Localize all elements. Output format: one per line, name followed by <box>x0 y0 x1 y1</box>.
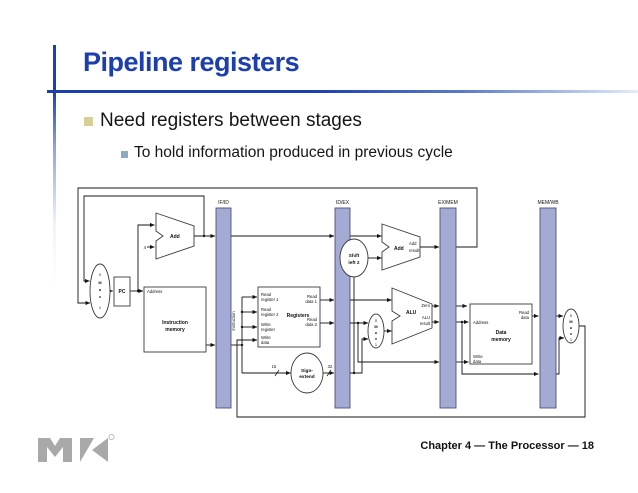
add2-label: Add <box>394 246 404 252</box>
slide-title: Pipeline registers <box>83 47 300 77</box>
bullet1-text: Need registers between stages <box>100 110 362 131</box>
mux-1: 1 <box>375 342 377 347</box>
logo-m-shape <box>38 438 72 462</box>
junction-dots <box>136 234 464 375</box>
dm-address: Address <box>473 320 488 325</box>
add-result-1: Add <box>409 241 417 246</box>
registers-block: Read register 1 Read register 2 Write re… <box>257 286 321 348</box>
shift-2: left 2 <box>348 260 360 266</box>
mux-x: x <box>375 336 378 341</box>
mux-1: 1 <box>570 337 572 342</box>
sign-extend: Sign- extend 16 32 <box>272 352 333 394</box>
rr2-1: Read <box>261 307 272 312</box>
mk-publisher-logo <box>38 433 115 462</box>
wd-2: data <box>261 340 270 345</box>
bullet2-text: To hold information produced in previous… <box>134 144 453 161</box>
mux-u: u <box>375 330 378 335</box>
sign-1: Sign- <box>301 368 313 374</box>
mux-u: u <box>99 287 102 292</box>
im-name-2: memory <box>165 327 185 333</box>
title-divider-rule <box>47 90 638 93</box>
pipeline-register-idex: ID/EX <box>334 200 351 409</box>
alu-result-2: result <box>420 321 431 326</box>
wd-1: Write <box>261 335 271 340</box>
pc-adder: Add 4 <box>144 212 195 260</box>
exmem-label: EX/MEM <box>438 200 458 206</box>
memwb-label: MEM/WB <box>537 200 559 206</box>
pipeline-register-memwb: MEM/WB <box>537 200 559 409</box>
add-result-2: result <box>409 248 420 253</box>
add-label: Add <box>170 234 180 240</box>
shift-1: Shift <box>349 253 360 259</box>
rd2-2: data 2 <box>305 322 317 327</box>
branch-adder: Add Add result <box>381 223 421 271</box>
alusrc-mux: 0 M u x 1 <box>367 313 385 349</box>
logo-k-left-shape <box>80 438 94 462</box>
alu-label: ALU <box>406 310 417 316</box>
wr-2: register <box>261 327 276 332</box>
mux-0: 0 <box>99 272 102 277</box>
mux-M: M <box>569 319 572 324</box>
writeback-mux: 0 M u x 1 <box>562 308 580 344</box>
four-label: 4 <box>144 245 147 250</box>
logo-k-right-shape <box>92 438 108 462</box>
dm-write-1: Write <box>473 354 483 359</box>
data-memory: Address Data memory Write data Read data <box>469 303 533 365</box>
alu-result-1: ALU <box>422 315 430 320</box>
pipeline-datapath-diagram: IF/ID ID/EX EX/MEM MEM/WB 0 M u x 1 PC <box>77 187 586 418</box>
rd1-1: Read <box>307 294 318 299</box>
im-address-label: Address <box>147 289 162 294</box>
mux-M: M <box>98 280 101 285</box>
shift-left-2: Shift left 2 <box>339 238 369 278</box>
rr2-2: register 2 <box>261 312 279 317</box>
pc-register: PC <box>113 276 131 307</box>
bullet1-marker <box>84 117 93 126</box>
dm-read-1: Read <box>519 310 530 315</box>
idex-label: ID/EX <box>336 200 350 206</box>
zero-label: Zero <box>421 303 430 308</box>
mux-u: u <box>570 325 573 330</box>
width-16: 16 <box>272 364 277 369</box>
mux-1: 1 <box>99 305 101 310</box>
dm-read-2: data <box>521 315 530 320</box>
dm-write-2: data <box>473 359 482 364</box>
rd1-2: data 1 <box>305 299 317 304</box>
instruction-memory: Address Instruction memory <box>143 286 207 353</box>
dm-name-2: memory <box>491 337 511 343</box>
mux-x: x <box>99 294 102 299</box>
bullet2-marker <box>121 151 128 158</box>
rr1-2: register 1 <box>261 297 279 302</box>
wr-1: Write <box>261 322 271 327</box>
pc-source-mux: 0 M u x 1 <box>89 263 111 319</box>
wires <box>77 187 586 418</box>
mux-0: 0 <box>375 318 378 323</box>
mux-0: 0 <box>570 313 573 318</box>
pc-label: PC <box>119 289 126 295</box>
ifid-label: IF/ID <box>218 200 229 206</box>
pipeline-register-ifid: IF/ID <box>215 200 232 409</box>
logo-registered-mark <box>108 433 115 441</box>
alu: ALU Zero ALU result <box>391 287 433 345</box>
sign-2: extend <box>299 374 315 380</box>
slide-footer-page-label: Chapter 4 — The Processor — 18 <box>420 440 594 452</box>
mux-M: M <box>374 324 377 329</box>
pipeline-register-exmem: EX/MEM <box>438 200 458 409</box>
registers-label: Registers <box>287 313 310 319</box>
mux-x: x <box>570 331 573 336</box>
instruction-vertical-label: Instruction <box>231 311 236 331</box>
width-32: 32 <box>328 364 333 369</box>
rd2-1: Read <box>307 317 318 322</box>
im-name-1: Instruction <box>162 320 188 326</box>
rr1-1: Read <box>261 292 272 297</box>
dm-name-1: Data <box>496 330 507 336</box>
title-accent-vertical-line <box>53 45 56 303</box>
